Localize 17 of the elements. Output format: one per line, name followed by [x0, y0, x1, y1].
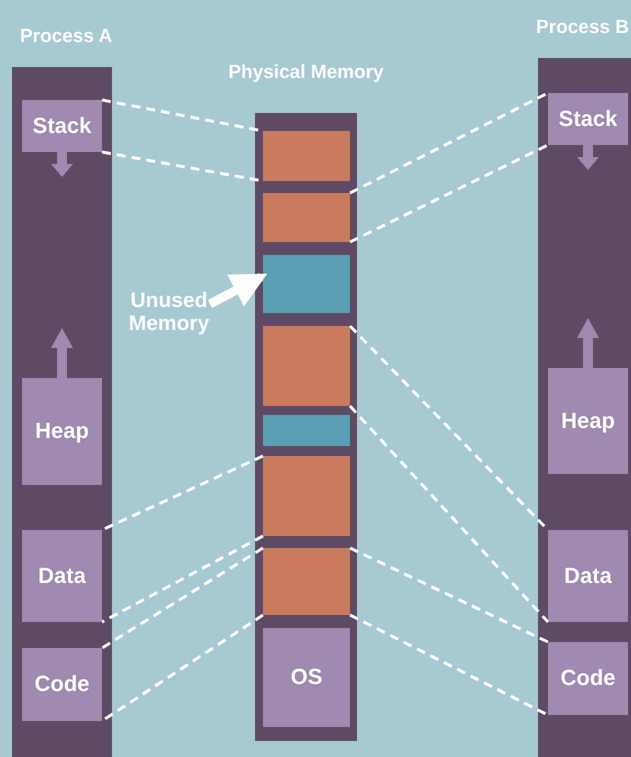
memory-block — [263, 548, 350, 615]
connector-line — [101, 546, 264, 650]
memory-block — [263, 193, 350, 242]
unused-memory-block — [263, 415, 350, 446]
connector-line — [349, 92, 549, 194]
connector-line — [349, 614, 549, 716]
connector-line — [349, 144, 549, 244]
memory-block — [263, 456, 350, 536]
column-title: Process A — [20, 27, 112, 48]
unused-memory-block — [263, 255, 350, 313]
memory-block — [263, 131, 350, 181]
arrow — [208, 273, 268, 308]
column-title: Process B — [536, 18, 629, 39]
memory-block — [263, 326, 350, 406]
column-title: Physical Memory — [227, 63, 385, 84]
connector-line — [348, 404, 550, 624]
callout-text: Unused Memory — [128, 288, 210, 336]
